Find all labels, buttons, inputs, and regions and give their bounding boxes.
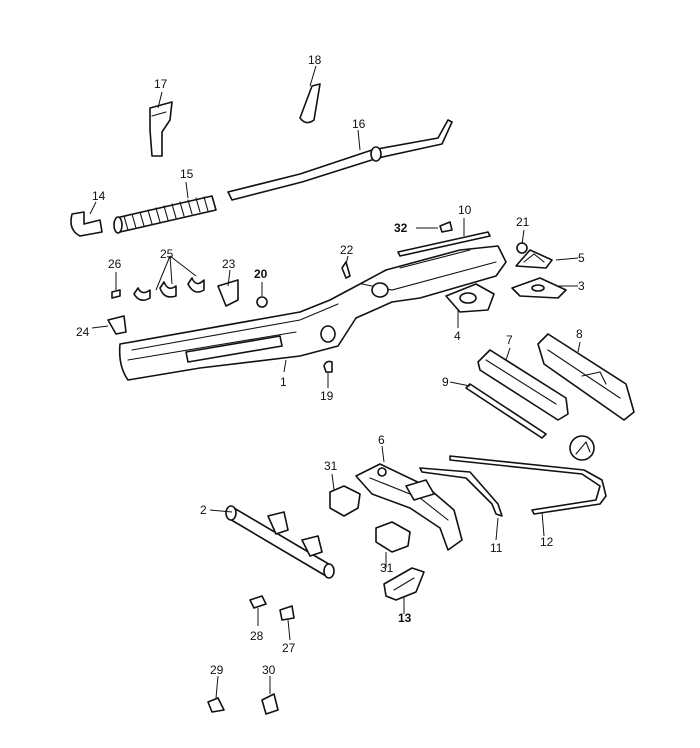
callout-15: 15 [180,167,194,181]
callout-3: 3 [578,279,585,293]
callout-8: 8 [576,327,583,341]
inset-circle [569,435,595,461]
part-30-clip [261,693,279,715]
part-4-mount [445,283,495,313]
part-21-grommet [516,242,528,254]
part-8-panel [537,333,635,421]
part-3-mount-pad [511,277,567,299]
callout-labels: 1 2 3 4 5 6 7 8 9 10 11 12 13 14 15 16 1… [76,53,585,677]
part-26-screw [111,289,121,299]
callout-32: 32 [394,221,408,235]
callout-19: 19 [320,389,334,403]
callout-1: 1 [280,375,287,389]
callout-11: 11 [490,541,503,555]
part-31-block-upper [329,485,361,517]
leader-lines [89,65,581,699]
part-17-bracket [149,101,173,157]
part-13-bracket [383,567,425,601]
callout-16: 16 [352,117,366,131]
part-1-frame-tunnel [118,245,507,381]
callout-31-lower: 31 [380,561,394,575]
part-9-strip [465,383,547,439]
callout-28: 28 [250,629,264,643]
callout-24: 24 [76,325,90,339]
callout-23: 23 [222,257,236,271]
part-23-bracket [217,279,239,307]
part-6-center-frame [355,463,463,551]
part-18-clip [299,83,321,124]
callout-13: 13 [398,611,412,625]
callout-6: 6 [378,433,385,447]
callout-31-upper: 31 [324,459,338,473]
part-19-bolt [323,360,333,373]
callout-14: 14 [92,189,106,203]
part-2-cross-tube [225,505,335,579]
callout-17: 17 [154,77,168,91]
part-20-nut [256,296,268,308]
callout-29: 29 [210,663,224,677]
callout-18: 18 [308,53,322,67]
callout-25: 25 [160,247,174,261]
part-24-clip [107,315,127,335]
callout-12: 12 [540,535,554,549]
callout-30: 30 [262,663,276,677]
callout-4: 4 [454,329,461,343]
part-11-trim [419,467,503,517]
part-14-elbow [70,211,103,237]
part-5-plate [515,249,553,269]
callout-2: 2 [200,503,207,517]
part-25-clamps [133,277,205,302]
callout-10: 10 [458,203,472,217]
part-31-block-lower [375,521,411,553]
part-29-clip [207,697,225,713]
callout-9: 9 [442,375,449,389]
part-15-tube [113,195,217,234]
part-27-clip [279,605,295,621]
part-7-channel [477,349,569,421]
part-10-strip [397,231,491,257]
callout-27: 27 [282,641,296,655]
callout-7: 7 [506,333,513,347]
part-12-rail [449,455,607,515]
callout-26: 26 [108,257,122,271]
callout-21: 21 [516,215,530,229]
callout-22: 22 [340,243,354,257]
part-28-clip [249,595,267,609]
callout-20: 20 [254,267,268,281]
part-32-nut [439,221,453,233]
part-16-tube [227,119,453,201]
callout-5: 5 [578,251,585,265]
part-22-stud [341,261,351,279]
